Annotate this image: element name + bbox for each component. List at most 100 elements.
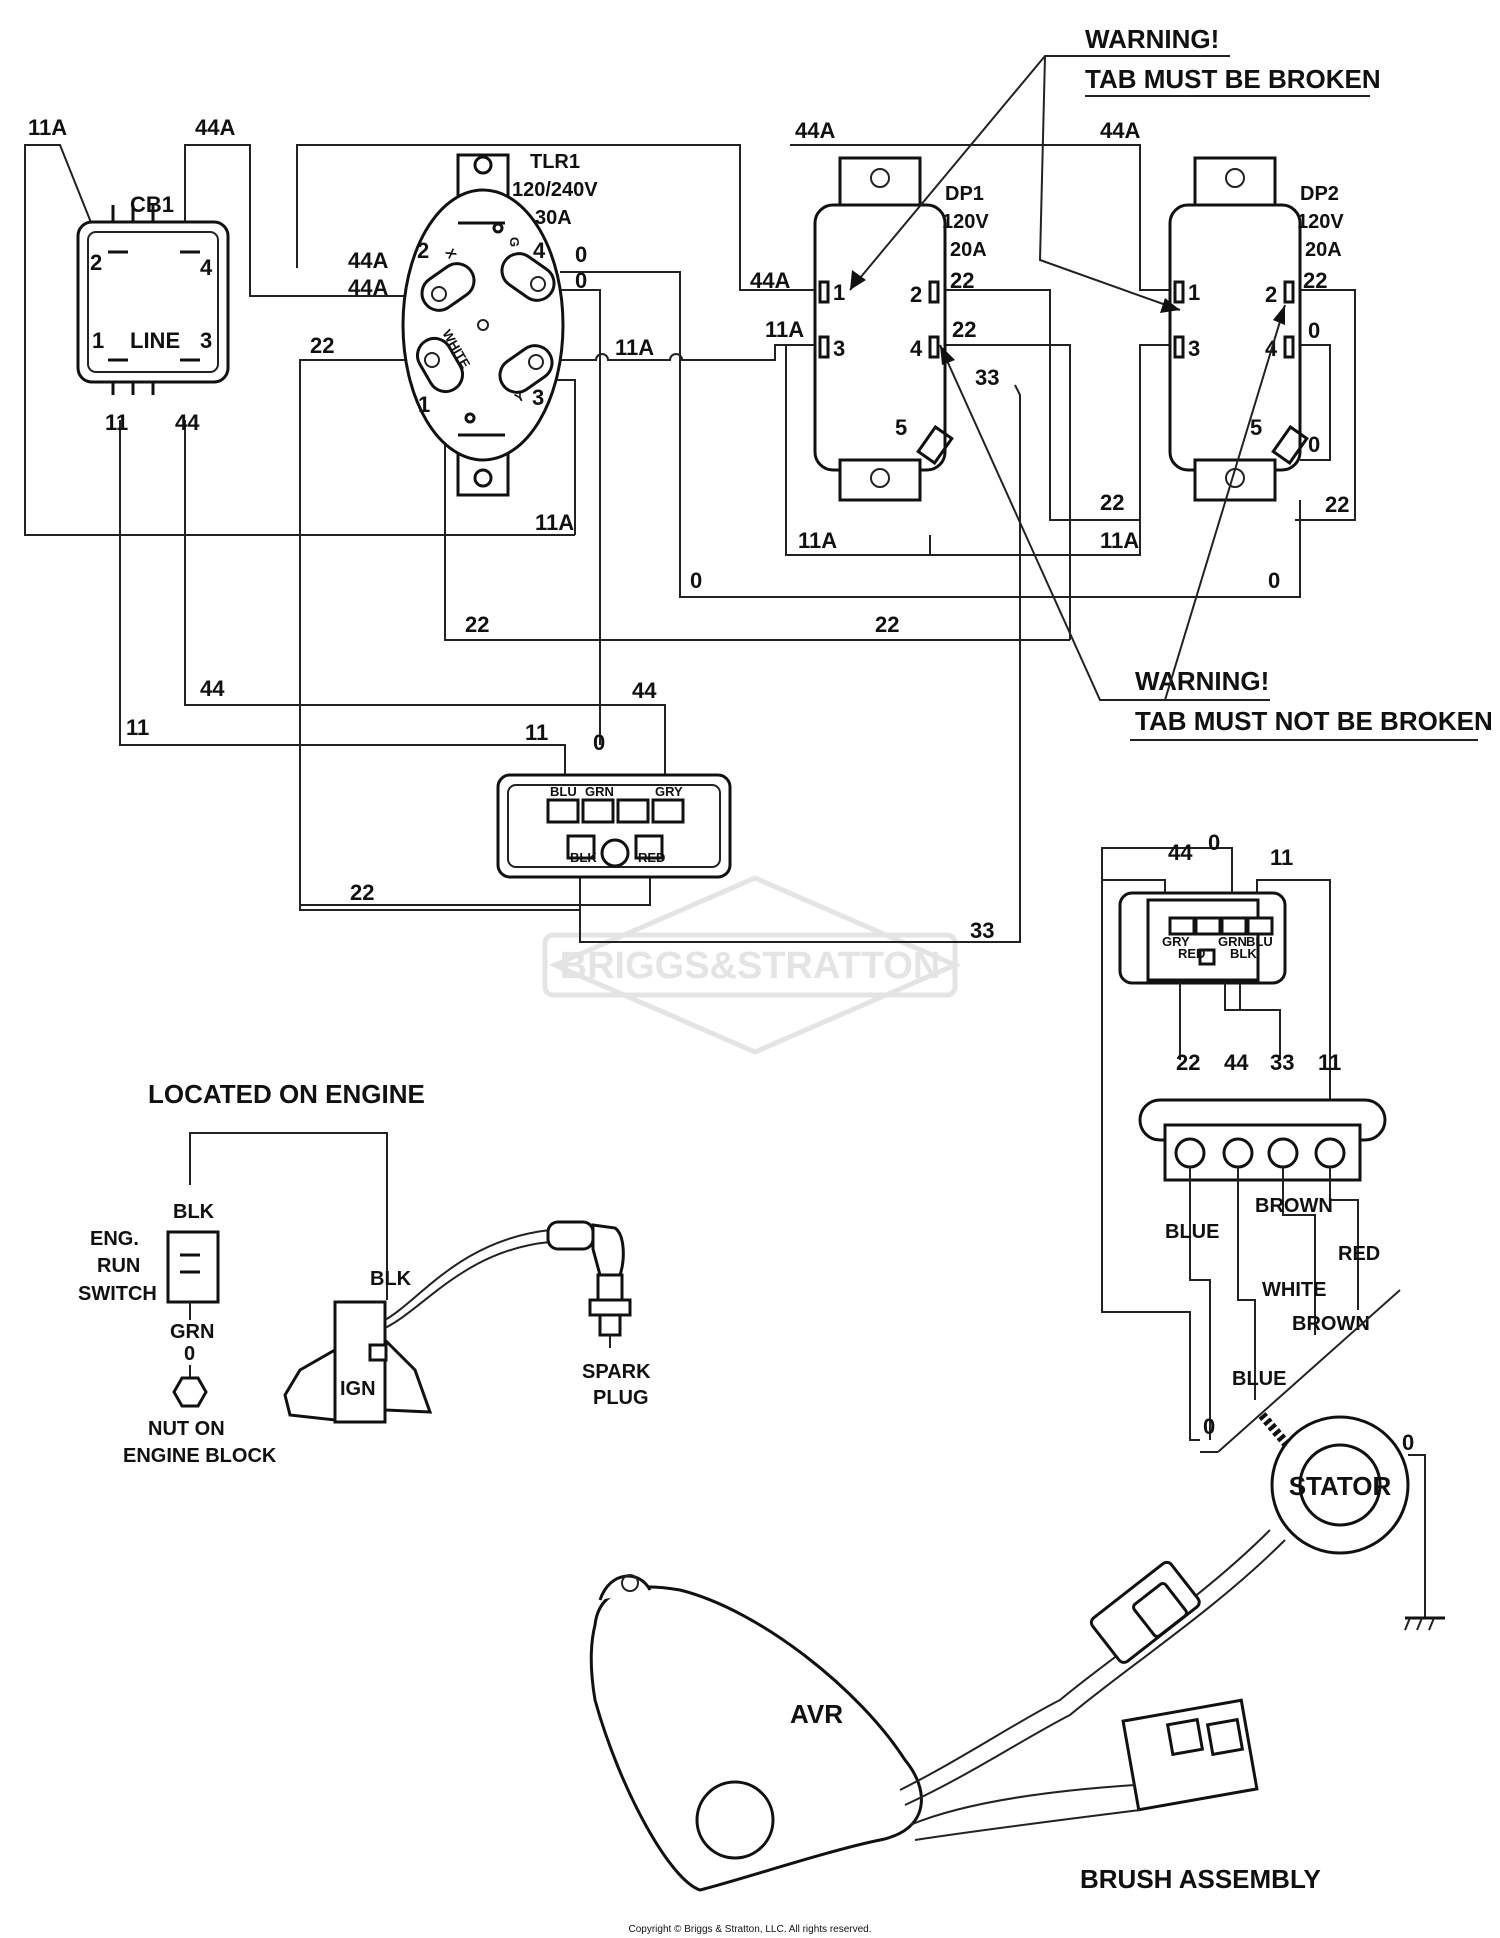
nut-label-2: ENGINE BLOCK — [123, 1445, 277, 1467]
stator-wire-44: 44 — [1168, 840, 1193, 865]
cb1-label: CB1 — [130, 192, 174, 217]
stator-pin-red: RED — [1178, 946, 1205, 961]
wire-label-22-5: 22 — [1100, 490, 1124, 515]
wire-label-11a-2: 11A — [765, 317, 804, 342]
warning-tab-broken: WARNING! TAB MUST BE BROKEN — [849, 24, 1381, 313]
wire-label-0-5: 0 — [690, 568, 702, 593]
stator-wire-11: 11 — [1270, 845, 1293, 870]
stator-label: STATOR — [1289, 1471, 1392, 1501]
switch-grn-label: GRN — [170, 1321, 214, 1343]
wire-label-11-1: 11 — [126, 715, 149, 740]
wire-label-33-1: 33 — [975, 365, 999, 390]
switch-label-3: SWITCH — [78, 1283, 157, 1305]
cb1-pin-3: 3 — [200, 328, 212, 353]
tlr1-name: TLR1 — [530, 151, 580, 173]
stator-pin-blu: BLU — [1246, 934, 1273, 949]
wire-label-0-1: 0 — [575, 242, 587, 267]
wire-label-11a-1: 11A — [615, 335, 654, 360]
brush-assembly-label: BRUSH ASSEMBLY — [1080, 1864, 1321, 1894]
block-pin-blk: BLK — [570, 850, 597, 865]
tlr1-pin-4: 4 — [533, 238, 546, 263]
strip-wire-11: 11 — [1318, 1050, 1341, 1075]
wire-label-22-8: 22 — [875, 612, 899, 637]
briggs-stratton-watermark: BRIGGS&STRATTON — [542, 875, 962, 1055]
switch-label-2: RUN — [97, 1255, 140, 1277]
ignition-coil: IGN BLK — [283, 1229, 551, 1424]
tlr1-slot-x — [420, 262, 476, 312]
wire-color-brown-1: BROWN — [1255, 1195, 1333, 1217]
warning-not-broken-line2: TAB MUST NOT BE BROKEN — [1135, 706, 1493, 736]
strip-wire-44: 44 — [1224, 1050, 1249, 1075]
dp1-pin-4: 4 — [910, 336, 923, 361]
wire-label-44a-1: 44A — [348, 248, 388, 273]
wire-label-11a-5: 11A — [1100, 528, 1139, 553]
wire-label-0-8: 0 — [1203, 1414, 1215, 1439]
ign-label: IGN — [340, 1378, 376, 1400]
switch-label-1: ENG. — [90, 1228, 139, 1250]
dp1-pin-2: 2 — [910, 282, 922, 307]
spark-label-1: SPARK — [582, 1361, 651, 1383]
dp1-receptacle: DP1 120V 20A 1 2 3 4 5 — [813, 156, 989, 502]
block-pin-gry: GRY — [655, 784, 683, 799]
strip-wire-22: 22 — [1176, 1050, 1200, 1075]
warning-tab-not-broken: WARNING! TAB MUST NOT BE BROKEN — [939, 304, 1493, 741]
dp1-voltage: 120V — [942, 211, 989, 233]
wire-label-44-2: 44 — [632, 678, 657, 703]
dp2-pin-3: 3 — [1188, 336, 1200, 361]
wire-label-22-9: 22 — [350, 880, 374, 905]
tlr1-pin-3: 3 — [532, 385, 544, 410]
dp2-receptacle: DP2 120V 20A 1 2 3 4 5 — [1168, 156, 1344, 502]
stator-pin-grn: GRN — [1218, 934, 1247, 949]
stator: STATOR 0 — [1258, 1412, 1445, 1631]
warning-broken-line2: TAB MUST BE BROKEN — [1085, 64, 1381, 94]
block-pin-blu: BLU — [550, 784, 577, 799]
dp1-pin-1: 1 — [833, 280, 845, 305]
tlr1-slot-white — [416, 336, 464, 394]
nut-label-1: NUT ON — [148, 1418, 225, 1440]
dp1-pin-5: 5 — [895, 415, 907, 440]
cb1-breaker: CB1 2 4 1 3 LINE 11A 44A 11 44 — [28, 115, 235, 435]
copyright: Copyright © Briggs & Stratton, LLC. All … — [628, 1924, 871, 1935]
tlr1-terminal-g: G — [507, 237, 522, 247]
cb1-wire-11: 11 — [105, 410, 128, 435]
wire-label-33-2: 33 — [970, 918, 994, 943]
wire-color-blue-1: BLUE — [1165, 1221, 1219, 1243]
dp2-voltage: 120V — [1297, 211, 1344, 233]
wire-labels: 44A 44A 0 0 22 11A 44A 44A 44A 11A 22 22… — [126, 118, 1349, 943]
cb1-pin-1: 1 — [92, 328, 104, 353]
tlr1-pin-2: 2 — [417, 238, 429, 263]
switch-zero-label: 0 — [184, 1343, 195, 1365]
tlr1-current: 30A — [535, 207, 572, 229]
wire-label-0-4: 0 — [1308, 432, 1320, 457]
dp1-pin-3: 3 — [833, 336, 845, 361]
tlr1-voltage: 120/240V — [512, 179, 598, 201]
wire-label-44a-2: 44A — [348, 275, 388, 300]
tlr1-slot-y — [498, 344, 554, 394]
wire-label-22-7: 22 — [465, 612, 489, 637]
stator-connector: GRY GRN BLU RED BLK 44 11 0 — [1101, 830, 1331, 1441]
wire-label-22-1: 22 — [310, 333, 334, 358]
wire-label-44a-4: 44A — [1100, 118, 1140, 143]
stator-ground-label: 0 — [1402, 1430, 1414, 1455]
wire-label-22-4: 22 — [1303, 268, 1327, 293]
cb1-wire-44: 44 — [175, 410, 200, 435]
dp1-current: 20A — [950, 239, 987, 261]
warning-broken-line1: WARNING! — [1085, 24, 1219, 54]
spark-label-2: PLUG — [593, 1387, 649, 1409]
cb1-pin-4: 4 — [200, 255, 213, 280]
connector-block: BLU GRN GRY BLK RED — [496, 773, 732, 879]
wire-label-44a-5: 44A — [750, 268, 790, 293]
wire-label-22-2: 22 — [950, 268, 974, 293]
dp2-current: 20A — [1305, 239, 1342, 261]
spark-plug: SPARK PLUG — [546, 1220, 651, 1409]
wire-label-0-6: 0 — [1268, 568, 1280, 593]
tlr1-pin-1: 1 — [418, 392, 430, 417]
block-pin-red: RED — [638, 850, 665, 865]
dp2-name: DP2 — [1300, 183, 1339, 205]
wire-label-11a-4: 11A — [798, 528, 837, 553]
wire-harness — [24, 144, 1356, 943]
dp2-pin-2: 2 — [1265, 282, 1277, 307]
wire-label-44a-3: 44A — [795, 118, 835, 143]
wire-label-44-1: 44 — [200, 676, 225, 701]
wire-color-blue-2: BLUE — [1232, 1368, 1286, 1390]
